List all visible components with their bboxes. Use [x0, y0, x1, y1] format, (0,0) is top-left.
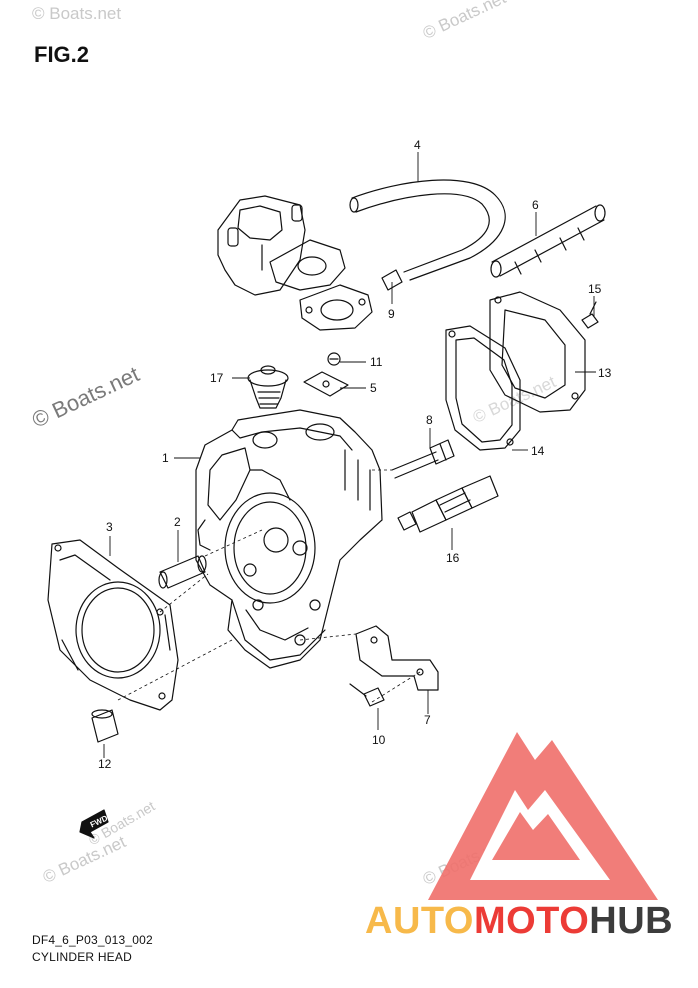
head-gasket-part — [47, 539, 179, 711]
callout-10: 10 — [372, 733, 386, 747]
head-cover-gasket-part — [445, 325, 521, 451]
callout-11: 11 — [370, 355, 383, 369]
automotohub-wordmark: AUTOMOTOHUB — [365, 900, 673, 943]
callout-6: 6 — [532, 198, 539, 212]
water-hose-part — [349, 179, 506, 291]
automotohub-logo-icon — [428, 732, 658, 900]
dowel-12-part — [91, 709, 119, 743]
assembly-line-b — [159, 573, 209, 613]
callout-13: 13 — [598, 366, 612, 380]
callout-1: 1 — [162, 451, 169, 465]
cooling-pipe-part — [490, 204, 606, 278]
assembly-line-c — [204, 529, 263, 557]
watermark-top-left: © Boats.net — [32, 4, 122, 23]
callout-2: 2 — [174, 515, 181, 529]
plate-5-part — [303, 371, 349, 397]
thermostat-cover-part — [217, 195, 346, 296]
callout-17: 17 — [210, 371, 224, 385]
cylinder-head-cover-part — [489, 291, 586, 413]
callout-15: 15 — [588, 282, 602, 296]
brand-part-hub: HUB — [589, 900, 674, 942]
callout-8: 8 — [426, 413, 433, 427]
figure-title: FIG.2 — [34, 42, 90, 67]
callout-7: 7 — [424, 713, 431, 727]
thermostat-part — [247, 365, 289, 409]
diagram-name: CYLINDER HEAD — [32, 950, 132, 964]
callout-14: 14 — [531, 444, 545, 458]
assembly-line-d — [299, 633, 357, 641]
callout-3: 3 — [106, 520, 113, 534]
callout-5: 5 — [370, 381, 377, 395]
cylinder-head-part — [195, 409, 383, 669]
thermostat-gasket-part — [299, 284, 373, 331]
brand-part-auto: AUTO — [365, 900, 474, 942]
callout-12: 12 — [98, 757, 112, 771]
stud-bolt-8-part — [391, 439, 455, 479]
bolt-10-part — [349, 683, 385, 707]
spark-plug-part — [397, 475, 499, 533]
bolt-15-part — [581, 301, 599, 329]
diagram-code: DF4_6_P03_013_002 — [32, 933, 153, 947]
assembly-line-a — [117, 639, 233, 701]
brand-part-moto: MOTO — [473, 900, 590, 942]
bracket-part — [355, 625, 439, 691]
screw-11-part — [327, 352, 341, 366]
dowel-pin-part — [158, 555, 207, 589]
callout-9: 9 — [388, 307, 395, 321]
callout-4: 4 — [414, 138, 421, 152]
callout-16: 16 — [446, 551, 460, 565]
fwd-arrow-icon — [79, 809, 109, 839]
